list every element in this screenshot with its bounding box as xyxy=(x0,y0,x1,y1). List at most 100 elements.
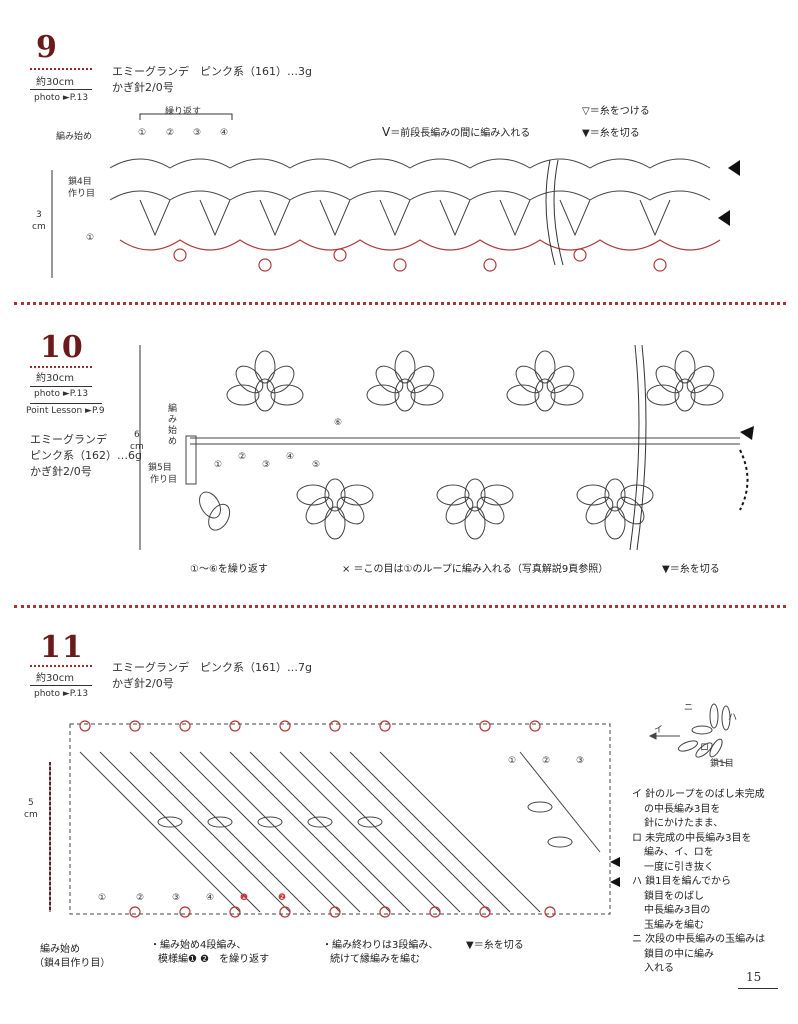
pattern-9-height-unit: cm xyxy=(32,222,46,232)
pattern-10-chain-label-1: 鎖5目 xyxy=(148,463,172,473)
pattern-10-height-unit: cm xyxy=(130,442,144,452)
pattern-10-step-1: ① xyxy=(214,460,223,470)
pattern-9-repeat-label: 繰り返す xyxy=(165,107,202,117)
pattern-10-step-3: ③ xyxy=(262,460,271,470)
pattern-11-step-motif-1: ❶ xyxy=(240,893,249,903)
label-ni: ニ xyxy=(684,703,694,713)
pattern-11-dots xyxy=(30,665,92,667)
pattern-10-height-num: 6 xyxy=(134,430,140,440)
cut-yarn-icon: ▼ xyxy=(662,564,670,575)
pattern-11-start-label-1: 編み始め xyxy=(40,944,80,955)
divider xyxy=(30,89,92,90)
pattern-10-step-6: ⑥ xyxy=(334,418,343,428)
pattern-9-start-label: 編み始め xyxy=(56,132,93,142)
pattern-10-point-lesson: Point Lesson ►P.9 xyxy=(26,406,105,416)
pattern-10-note-cut: ▼＝糸を切る xyxy=(662,564,720,575)
instruction-line: 鎖目の中に編み xyxy=(644,948,714,960)
pattern-11-note-end-2: 続けて縁編みを編む xyxy=(330,954,420,965)
pattern-11-start-label-2: （鎖4目作り目） xyxy=(34,958,111,969)
page-number-rule xyxy=(738,988,778,989)
instruction-line: 入れる xyxy=(644,963,674,974)
pattern-9-chain-label-2: 作り目 xyxy=(68,189,96,199)
cut-yarn-icon: ▼ xyxy=(582,128,590,139)
pattern-10-note-x: × ＝この目は①のループに編み入れる（写真解説9頁参照） xyxy=(342,564,609,575)
pattern-11-note-end-1: ・編み終わりは3段編み、 xyxy=(322,940,439,951)
label-ro: ロ xyxy=(700,743,710,753)
pattern-11-step-motif-2: ❷ xyxy=(278,893,287,903)
pattern-11-photo: photo ►P.13 xyxy=(34,689,89,699)
pattern-11-step-3: ③ xyxy=(172,893,181,903)
pattern-10-step-4: ④ xyxy=(286,452,295,462)
pattern-9-hook: かぎ針2/0号 xyxy=(112,81,174,94)
pattern-9-height-num: 3 xyxy=(36,210,42,220)
pattern-10-dots xyxy=(30,366,92,368)
pattern-11-size: 約30cm xyxy=(36,673,74,684)
instruction-line: ロ 未完成の中長編み3目を xyxy=(632,832,752,844)
label-chain1: 鎖1目 xyxy=(710,759,734,769)
pattern-9-legend-cut: ▼＝糸を切る xyxy=(582,128,640,139)
pattern-9-size: 約30cm xyxy=(36,77,74,88)
pattern-10-chain-label-2: 作り目 xyxy=(150,475,178,485)
attach-yarn-icon: ▽ xyxy=(582,106,590,117)
pattern-11-diagram xyxy=(49,720,620,918)
pattern-11-note-cut: ▼＝糸を切る xyxy=(466,940,524,951)
pattern-9-number: 9 xyxy=(36,30,58,65)
pattern-10-yarn-2: ピンク系（162）…6g xyxy=(30,449,142,462)
pattern-11-height-num: 5 xyxy=(28,798,34,808)
double-crochet-symbol-icon: Ⅴ xyxy=(382,125,391,139)
pattern-11-top-step-1: ① xyxy=(508,756,517,766)
instruction-line: 編み、イ、ロを xyxy=(644,847,714,858)
pattern-11-number: 11 xyxy=(40,630,84,665)
pattern-9-row-label: ① xyxy=(86,233,95,243)
pattern-11-top-step-3: ③ xyxy=(576,756,585,766)
pattern-9-dots xyxy=(30,68,92,70)
pattern-10-photo: photo ►P.13 xyxy=(34,389,89,399)
pattern-10-start-label: 編み始め xyxy=(168,404,178,447)
stitch-detail-diagram xyxy=(648,703,731,765)
pattern-9-legend-attach: ▽＝糸をつける xyxy=(582,106,650,117)
pattern-9-step-3: ③ xyxy=(193,128,202,138)
pattern-9-diagram xyxy=(51,113,740,278)
cut-yarn-icon: ▼ xyxy=(466,940,474,951)
pattern-11-note-start-1: ・編み始め4段編み、 xyxy=(150,940,247,951)
pattern-11-step-1: ① xyxy=(98,893,107,903)
pattern-11-note-start-2: 模様編❶ ❷ を繰り返す xyxy=(158,954,270,965)
pattern-11-height-unit: cm xyxy=(24,810,38,820)
section-separator xyxy=(14,302,786,305)
instruction-line: 中長編み3目の xyxy=(644,905,711,916)
pattern-9-chain-label-1: 鎖4目 xyxy=(68,177,92,187)
label-ha: ハ xyxy=(728,713,738,723)
pattern-9-step-1: ① xyxy=(138,128,147,138)
divider xyxy=(30,386,92,387)
instruction-line: の中長編み3目を xyxy=(644,803,721,815)
pattern-9-yarn: エミーグランデ ピンク系（161）…3g xyxy=(112,65,312,78)
section-separator xyxy=(14,605,786,608)
pattern-10-size: 約30cm xyxy=(36,373,74,384)
pattern-10-step-5: ⑤ xyxy=(312,460,321,470)
pattern-9-photo: photo ►P.13 xyxy=(34,93,89,103)
instruction-line: イ 針のループをのばし未完成 xyxy=(632,789,765,800)
pattern-10-number: 10 xyxy=(40,330,84,365)
pattern-11-top-step-2: ② xyxy=(542,756,551,766)
pattern-10-yarn-1: エミーグランデ xyxy=(30,433,107,446)
pattern-9-step-4: ④ xyxy=(220,128,229,138)
pattern-11-yarn: エミーグランデ ピンク系（161）…7g xyxy=(112,661,312,674)
instruction-line: 玉編みを編む xyxy=(644,919,704,931)
divider xyxy=(30,685,92,686)
pattern-11-hook: かぎ針2/0号 xyxy=(112,677,174,690)
page-number: 15 xyxy=(746,970,762,984)
instruction-line: ニ 次段の中長編みの玉編みは xyxy=(632,934,766,945)
pattern-11-step-4: ④ xyxy=(206,893,215,903)
instruction-line: ハ 鎖1目を編んでから xyxy=(632,876,732,887)
pattern-10-hook: かぎ針2/0号 xyxy=(30,465,92,478)
pattern-11-step-2: ② xyxy=(136,893,145,903)
pattern-10-note-repeat: ①～⑥を繰り返す xyxy=(190,564,268,575)
pattern-11-instructions: イ 針のループをのばし未完成 の中長編み3目を 針にかけたまま、 ロ 未完成の中… xyxy=(632,788,765,977)
instruction-line: 鎖目をのばし xyxy=(644,890,704,902)
pattern-10-diagram xyxy=(139,344,754,551)
pattern-10-step-2: ② xyxy=(238,452,247,462)
instruction-line: 針にかけたまま、 xyxy=(644,818,724,829)
pattern-9-step-2: ② xyxy=(166,128,175,138)
pattern-9-legend-dc: Ⅴ＝前段長編みの間に編み入れる xyxy=(382,125,531,139)
divider xyxy=(30,403,102,404)
